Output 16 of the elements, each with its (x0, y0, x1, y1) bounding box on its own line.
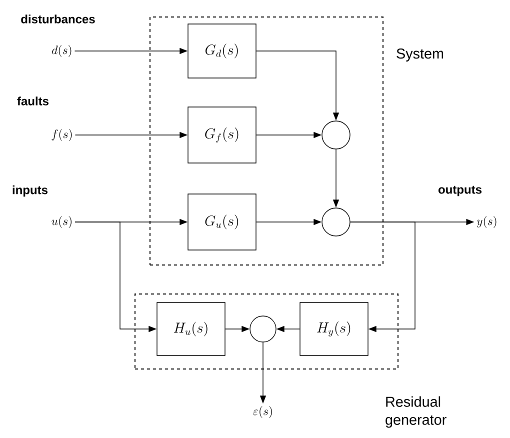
summing-junction (322, 120, 350, 150)
transfer-block: $G_d(s)$ (188, 24, 256, 78)
signal-label: outputs $y(s)$ (438, 186, 496, 228)
transfer-block: $H_y(s)$ (300, 302, 368, 356)
signal-label: inputs $u(s)$ (12, 185, 72, 228)
summing-junction (322, 208, 350, 236)
transfer-block: $H_u(s)$ (156, 302, 226, 356)
transfer-block: $G_u(s)$ (188, 194, 256, 250)
node-label: Residual generator (386, 396, 446, 428)
signal-label: disturbances $d(s)$ (21, 14, 95, 57)
summing-junction (250, 316, 276, 342)
signal-label: $\varepsilon(s)$ (253, 406, 272, 418)
transfer-block: $G_f(s)$ (188, 106, 256, 164)
node-label: System (396, 48, 444, 62)
arrow (350, 222, 416, 332)
signal-label: faults $f(s)$ (17, 96, 72, 141)
